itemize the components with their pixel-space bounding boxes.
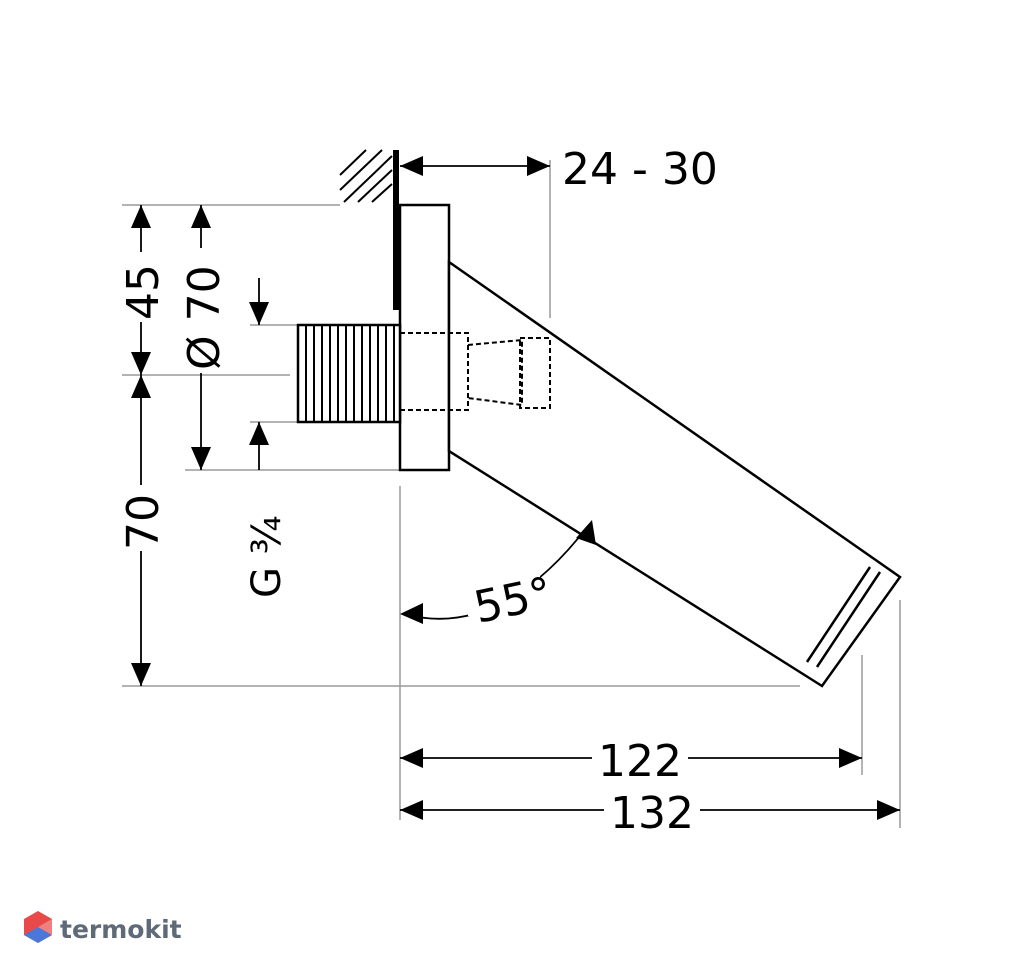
dim-thread: G ¾ <box>244 278 290 598</box>
spout-tip-line-1 <box>805 566 872 663</box>
watermark-text: termokit <box>60 915 182 944</box>
dim-diameter: Ø 70 <box>178 205 230 470</box>
dim-length-inner: 122 <box>400 732 862 787</box>
spout-body <box>447 259 902 688</box>
label-height-upper: 45 <box>118 264 169 320</box>
spout-tip-line-2 <box>815 571 882 668</box>
dim-length-outer: 132 <box>400 784 900 839</box>
wall-flange <box>398 203 451 472</box>
dim-height-lower: 70 <box>118 375 169 686</box>
watermark: termokit <box>24 911 182 944</box>
dim-height-upper: 45 <box>118 205 169 375</box>
termokit-logo-icon <box>24 911 52 943</box>
dim-wall-range: 24 - 30 <box>400 144 718 195</box>
hidden-internal-parts <box>399 332 551 411</box>
label-wall-range: 24 - 30 <box>562 144 718 195</box>
extension-lines <box>122 160 901 828</box>
label-length-outer: 132 <box>610 788 694 839</box>
wall-hatch <box>339 149 393 203</box>
label-height-lower: 70 <box>118 494 169 550</box>
dim-angle: 55° <box>400 520 596 634</box>
threaded-connector <box>296 323 402 424</box>
label-length-inner: 122 <box>598 736 682 787</box>
label-thread: G ¾ <box>244 516 290 598</box>
label-diameter: Ø 70 <box>179 265 230 370</box>
